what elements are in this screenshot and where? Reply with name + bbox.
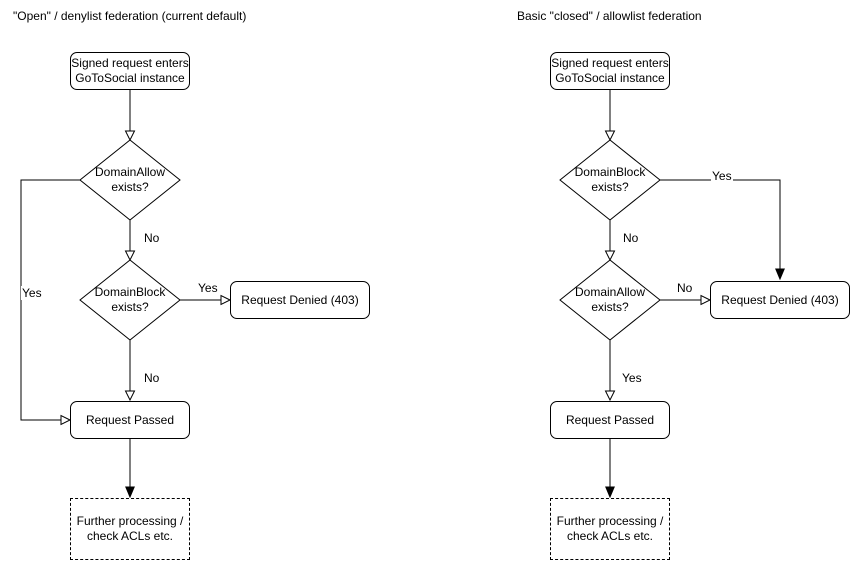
open-arrowhead-icon [604, 130, 616, 142]
open-arrowhead-icon [604, 390, 616, 402]
connector [660, 179, 781, 269]
edge-label-no: No [143, 371, 161, 385]
open-arrowhead-icon [124, 390, 136, 402]
left-chart-connectors [20, 90, 232, 499]
edge-label-no: No [622, 231, 640, 245]
filled-arrowhead-icon [775, 268, 785, 281]
edge-label-yes: Yes [711, 169, 733, 183]
left-decision1-label: DomainAllow exists? [94, 165, 166, 194]
right-start-node: Signed request enters GoToSocial instanc… [550, 52, 670, 90]
connector [20, 179, 80, 421]
left-further-processing-node: Further processing / check ACLs etc. [70, 498, 190, 560]
right-decision2-label: DomainAllow exists? [574, 285, 646, 314]
left-start-node: Signed request enters GoToSocial instanc… [70, 52, 190, 90]
open-arrowhead-icon [700, 294, 712, 306]
edge-label-no: No [143, 231, 161, 245]
open-arrowhead-icon [220, 294, 232, 306]
right-chart-connectors [559, 90, 785, 499]
right-chart-title: Basic "closed" / allowlist federation [517, 9, 702, 23]
filled-arrowhead-icon [125, 486, 135, 499]
left-chart-title: "Open" / denylist federation (current de… [13, 9, 247, 23]
right-request-passed-node: Request Passed [550, 401, 670, 439]
filled-arrowhead-icon [605, 486, 615, 499]
left-request-passed-node: Request Passed [70, 401, 190, 439]
edge-label-no: No [676, 281, 694, 295]
open-arrowhead-icon [124, 250, 136, 262]
left-request-denied-node: Request Denied (403) [230, 281, 370, 319]
open-arrowhead-icon [124, 130, 136, 142]
open-arrowhead-icon [60, 414, 72, 426]
right-request-denied-node: Request Denied (403) [710, 281, 850, 319]
open-arrowhead-icon [604, 250, 616, 262]
edge-label-yes: Yes [621, 371, 643, 385]
right-decision1-label: DomainBlock exists? [574, 165, 646, 194]
right-further-processing-node: Further processing / check ACLs etc. [550, 498, 670, 560]
edge-label-yes: Yes [21, 286, 43, 300]
edge-label-yes: Yes [197, 281, 219, 295]
left-decision2-label: DomainBlock exists? [94, 285, 166, 314]
